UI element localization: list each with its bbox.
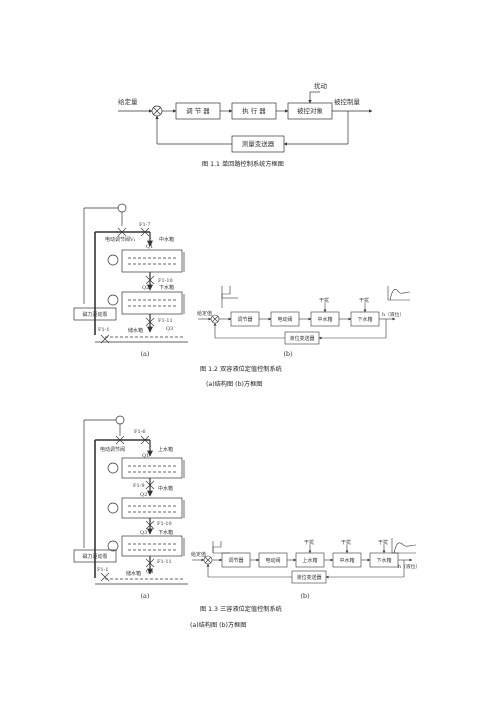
fig2b-block-tank-mid-label: 中水箱 [317, 316, 332, 323]
fig3b-panel: (b) [300, 592, 310, 600]
fig3b-input: 给定值 [191, 551, 206, 558]
fig2a-panel: (a) [141, 350, 150, 358]
fig3a-lt3 [107, 540, 119, 552]
fig3a-tank-up [121, 457, 183, 479]
fig2a-valve-top: F1-7 [139, 222, 151, 228]
fig3a-lt2 [107, 502, 119, 514]
fig2b-dist1: 干扰 [319, 297, 329, 304]
fig3b-block-tank-low-label: 下水箱 [376, 557, 391, 564]
fig2b-block-controller-label: 调节器 [237, 316, 252, 323]
fig3a-tank-low-label: 下水箱 [158, 529, 173, 536]
fig1-block-actuator-label: 执 行 器 [242, 106, 266, 115]
fig2a-valve-11: F1-11 [158, 318, 173, 324]
fig3b-dist1: 干扰 [304, 539, 314, 546]
fig3a-pump-label: 磁力驱动泵 [82, 553, 107, 560]
fig1-caption: 图 1.1 单回路控制系统方框图 [202, 161, 284, 168]
fig3a-tank-up-label: 上水箱 [158, 446, 173, 453]
fig3a-q3: Q3 [140, 530, 147, 536]
fig2a-tank-mid-label: 中水箱 [159, 236, 174, 243]
fig2a-lt1 [107, 254, 119, 266]
fig3a-q2: Q2 [140, 492, 147, 498]
fig3a-panel: (a) [141, 592, 150, 600]
fig1-block-diagram: 给定量 [118, 91, 373, 153]
fig1-block-sensor-label: 测量变送器 [242, 139, 275, 148]
fig3a-q4: Q4 [146, 569, 153, 575]
fig2a-pump [73, 307, 117, 321]
fig1-input-label: 给定量 [118, 97, 138, 106]
fig2a-valve-1: F1-1 [98, 327, 110, 333]
fig3a-valve-9: F1-9 [133, 483, 145, 489]
fig2b-dist2: 干扰 [359, 297, 369, 304]
fig2a-top-sensor [117, 203, 127, 213]
fig1-block-controller-label: 调 节 器 [186, 106, 210, 115]
fig2a-reservoir: 储水箱 [128, 327, 143, 334]
fig2a-q1: Q1 [146, 244, 153, 250]
fig3a-valve-top: F1-6 [134, 429, 146, 435]
fig2a-pump-label: 磁力驱动泵 [82, 311, 107, 318]
fig3a-top-sensor [115, 415, 125, 425]
fig1-output-label: 被控制量 [334, 97, 361, 106]
fig3-caption: 图 1.3 三容液位定值控制系统 [200, 606, 282, 613]
fig3a-structure [73, 415, 188, 585]
fig3a-valve-10: F1-10 [157, 521, 172, 527]
fig3a-electric-valve: 电动调节阀 [100, 446, 125, 453]
fig2b-panel: (b) [283, 350, 293, 358]
fig2a-tank-low [121, 291, 183, 315]
fig3b-block-controller-label: 调节器 [228, 557, 243, 564]
fig2b-response-curve [387, 286, 411, 301]
fig3a-valve-1: F1-1 [97, 567, 109, 573]
fig3b-dist3: 干扰 [378, 539, 388, 546]
fig2a-tank-mid [121, 249, 183, 273]
fig2b-block-tank-low-label: 下水箱 [357, 316, 372, 323]
fig3b-block-valve-label: 电动阀 [265, 557, 280, 564]
fig2a-lt2 [107, 294, 119, 306]
fig3b-response-curve [391, 538, 417, 554]
fig2a-q2: Q2 [142, 285, 149, 291]
fig2a-electric-valve: 电动调节阀V₁ [105, 236, 136, 243]
fig2a-q3: Q3 [166, 326, 173, 332]
fig3a-tank-mid [121, 497, 183, 519]
fig3a-lt1 [107, 462, 119, 474]
fig2a-structure [73, 203, 188, 344]
fig2a-tank-low-label: 下水箱 [159, 284, 174, 291]
fig2-subcaption: (a)结构图 (b)方框图 [206, 381, 263, 388]
fig2b-block-diagram [198, 286, 411, 345]
fig2-caption: 图 1.2 双容液位定值控制系统 [200, 366, 282, 373]
fig3a-tank-mid-label: 中水箱 [158, 485, 173, 492]
fig1-disturbance-label: 扰动 [314, 81, 328, 90]
fig3b-dist2: 干扰 [341, 539, 351, 546]
fig2b-block-sensor-label: 液位变送器 [289, 335, 314, 342]
fig2b-block-valve-label: 电动阀 [277, 316, 292, 323]
fig3b-block-sensor-label: 液位变送器 [296, 574, 321, 581]
fig2b-input: 给定值 [197, 310, 212, 317]
fig3a-pump [73, 549, 117, 563]
fig1-block-plant-label: 被控对象 [297, 106, 324, 115]
fig3a-tank-low [121, 535, 183, 557]
fig2b-output: h（液位） [382, 311, 404, 318]
fig3a-valve-11: F1-11 [157, 559, 172, 565]
fig2a-valve-10: F1-10 [158, 278, 173, 284]
fig3b-block-tank-up-label: 上水箱 [302, 557, 317, 564]
fig3b-block-diagram [192, 538, 417, 584]
fig3a-q1: Q1 [142, 453, 149, 459]
fig3b-block-tank-mid-label: 中水箱 [339, 557, 354, 564]
fig3b-output: h（液位） [398, 563, 420, 570]
fig3-subcaption: (a)结构图 (b)方框图 [190, 622, 247, 629]
fig3a-reservoir: 储水箱 [126, 570, 141, 577]
